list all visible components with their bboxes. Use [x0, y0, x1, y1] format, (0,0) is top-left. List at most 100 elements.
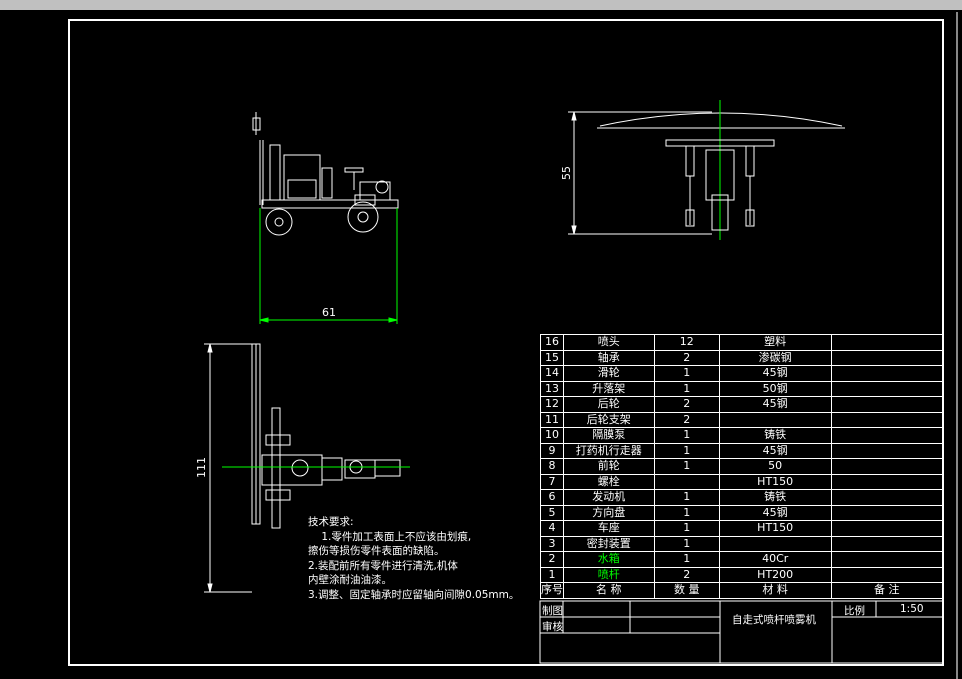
- cell-no: 8: [540, 458, 564, 475]
- scale-label: 比例: [844, 605, 865, 617]
- cell-material: 塑料: [718, 334, 832, 351]
- side-length-dimension: 61: [322, 306, 336, 319]
- cell-material: HT150: [718, 520, 832, 537]
- cell-no: 4: [540, 520, 564, 537]
- cell-name: 前轮: [563, 458, 655, 475]
- cell-remark: [830, 489, 943, 506]
- cell-qty: 1: [653, 427, 720, 444]
- cell-qty: 1: [653, 520, 720, 537]
- cell-no: 16: [540, 334, 564, 351]
- cell-no: 5: [540, 504, 564, 521]
- cell-no: 14: [540, 365, 564, 382]
- cell-no: 9: [540, 442, 564, 459]
- header-name: 名 称: [563, 582, 655, 599]
- cell-remark: [830, 520, 943, 537]
- cell-qty: 1: [653, 458, 720, 475]
- top-view: [251, 343, 401, 529]
- tech-heading: 技术要求:: [308, 516, 354, 528]
- cell-material: 渗碳钢: [718, 349, 832, 366]
- cell-remark: [830, 458, 943, 475]
- cell-name: 密封装置: [563, 535, 655, 552]
- cell-material: HT200: [718, 566, 832, 583]
- cell-qty: 1: [653, 489, 720, 506]
- tech-line: 2.装配前所有零件进行清洗,机体: [308, 559, 458, 572]
- front-view: [597, 100, 845, 240]
- cell-no: 7: [540, 473, 564, 490]
- side-view-dimension: [259, 208, 398, 324]
- technical-requirements: 技术要求: 1.零件加工表面上不应该由划痕, 擦伤等损伤零件表面的缺陷。 2.装…: [308, 515, 519, 603]
- cell-qty: 1: [653, 535, 720, 552]
- cell-remark: [830, 427, 943, 444]
- cell-remark: [830, 551, 943, 568]
- tech-line: 3.调整、固定轴承时应留轴向间隙0.05mm。: [308, 588, 520, 601]
- cell-material: 铸铁: [718, 427, 832, 444]
- scale-value: 1:50: [900, 603, 924, 615]
- cell-remark: [830, 349, 943, 366]
- cell-no: 10: [540, 427, 564, 444]
- cell-name: 后轮支架: [563, 411, 655, 428]
- cell-name: 后轮: [563, 396, 655, 413]
- cell-material: [718, 411, 832, 428]
- cell-qty: [653, 473, 720, 490]
- cell-qty: 2: [653, 349, 720, 366]
- cell-name: 隔膜泵: [563, 427, 655, 444]
- cell-remark: [830, 535, 943, 552]
- cell-no: 13: [540, 380, 564, 397]
- cell-qty: 1: [653, 380, 720, 397]
- cell-no: 2: [540, 551, 564, 568]
- cell-qty: 1: [653, 504, 720, 521]
- front-height-dimension: 55: [560, 166, 573, 180]
- cell-name: 螺栓: [563, 473, 655, 490]
- cell-remark: [830, 380, 943, 397]
- cell-material: 50钢: [718, 380, 832, 397]
- drawing-border: [68, 19, 944, 666]
- cell-name: 发动机: [563, 489, 655, 506]
- tech-line: 擦伤等损伤零件表面的缺陷。: [308, 545, 445, 558]
- cell-remark: [830, 504, 943, 521]
- cell-material: HT150: [718, 473, 832, 490]
- cell-name: 方向盘: [563, 504, 655, 521]
- cell-no: 1: [540, 566, 564, 583]
- cell-remark: [830, 396, 943, 413]
- cell-qty: 2: [653, 396, 720, 413]
- header-no: 序号: [540, 582, 564, 599]
- cell-name: 喷杆: [563, 566, 655, 583]
- cell-no: 12: [540, 396, 564, 413]
- cell-remark: [830, 411, 943, 428]
- cell-name: 车座: [563, 520, 655, 537]
- made-by-label: 制图: [542, 605, 563, 617]
- cell-no: 3: [540, 535, 564, 552]
- cell-material: 45钢: [718, 504, 832, 521]
- cell-qty: 1: [653, 551, 720, 568]
- cell-name: 滑轮: [563, 365, 655, 382]
- drawing-title: 自走式喷杆喷雾机: [732, 614, 816, 626]
- top-length-dimension: 111: [195, 457, 208, 478]
- cell-no: 15: [540, 349, 564, 366]
- cell-material: 45钢: [718, 442, 832, 459]
- cell-no: 11: [540, 411, 564, 428]
- cell-qty: 2: [653, 566, 720, 583]
- cell-no: 6: [540, 489, 564, 506]
- cell-material: [718, 535, 832, 552]
- parts-table-header: 序号 名 称 数 量 材 料 备 注: [540, 582, 943, 599]
- cell-material: 50: [718, 458, 832, 475]
- cell-name: 升落架: [563, 380, 655, 397]
- top-view-dimension: [204, 343, 252, 593]
- cell-remark: [830, 566, 943, 583]
- cell-name: 轴承: [563, 349, 655, 366]
- title-block-frame: [539, 600, 944, 664]
